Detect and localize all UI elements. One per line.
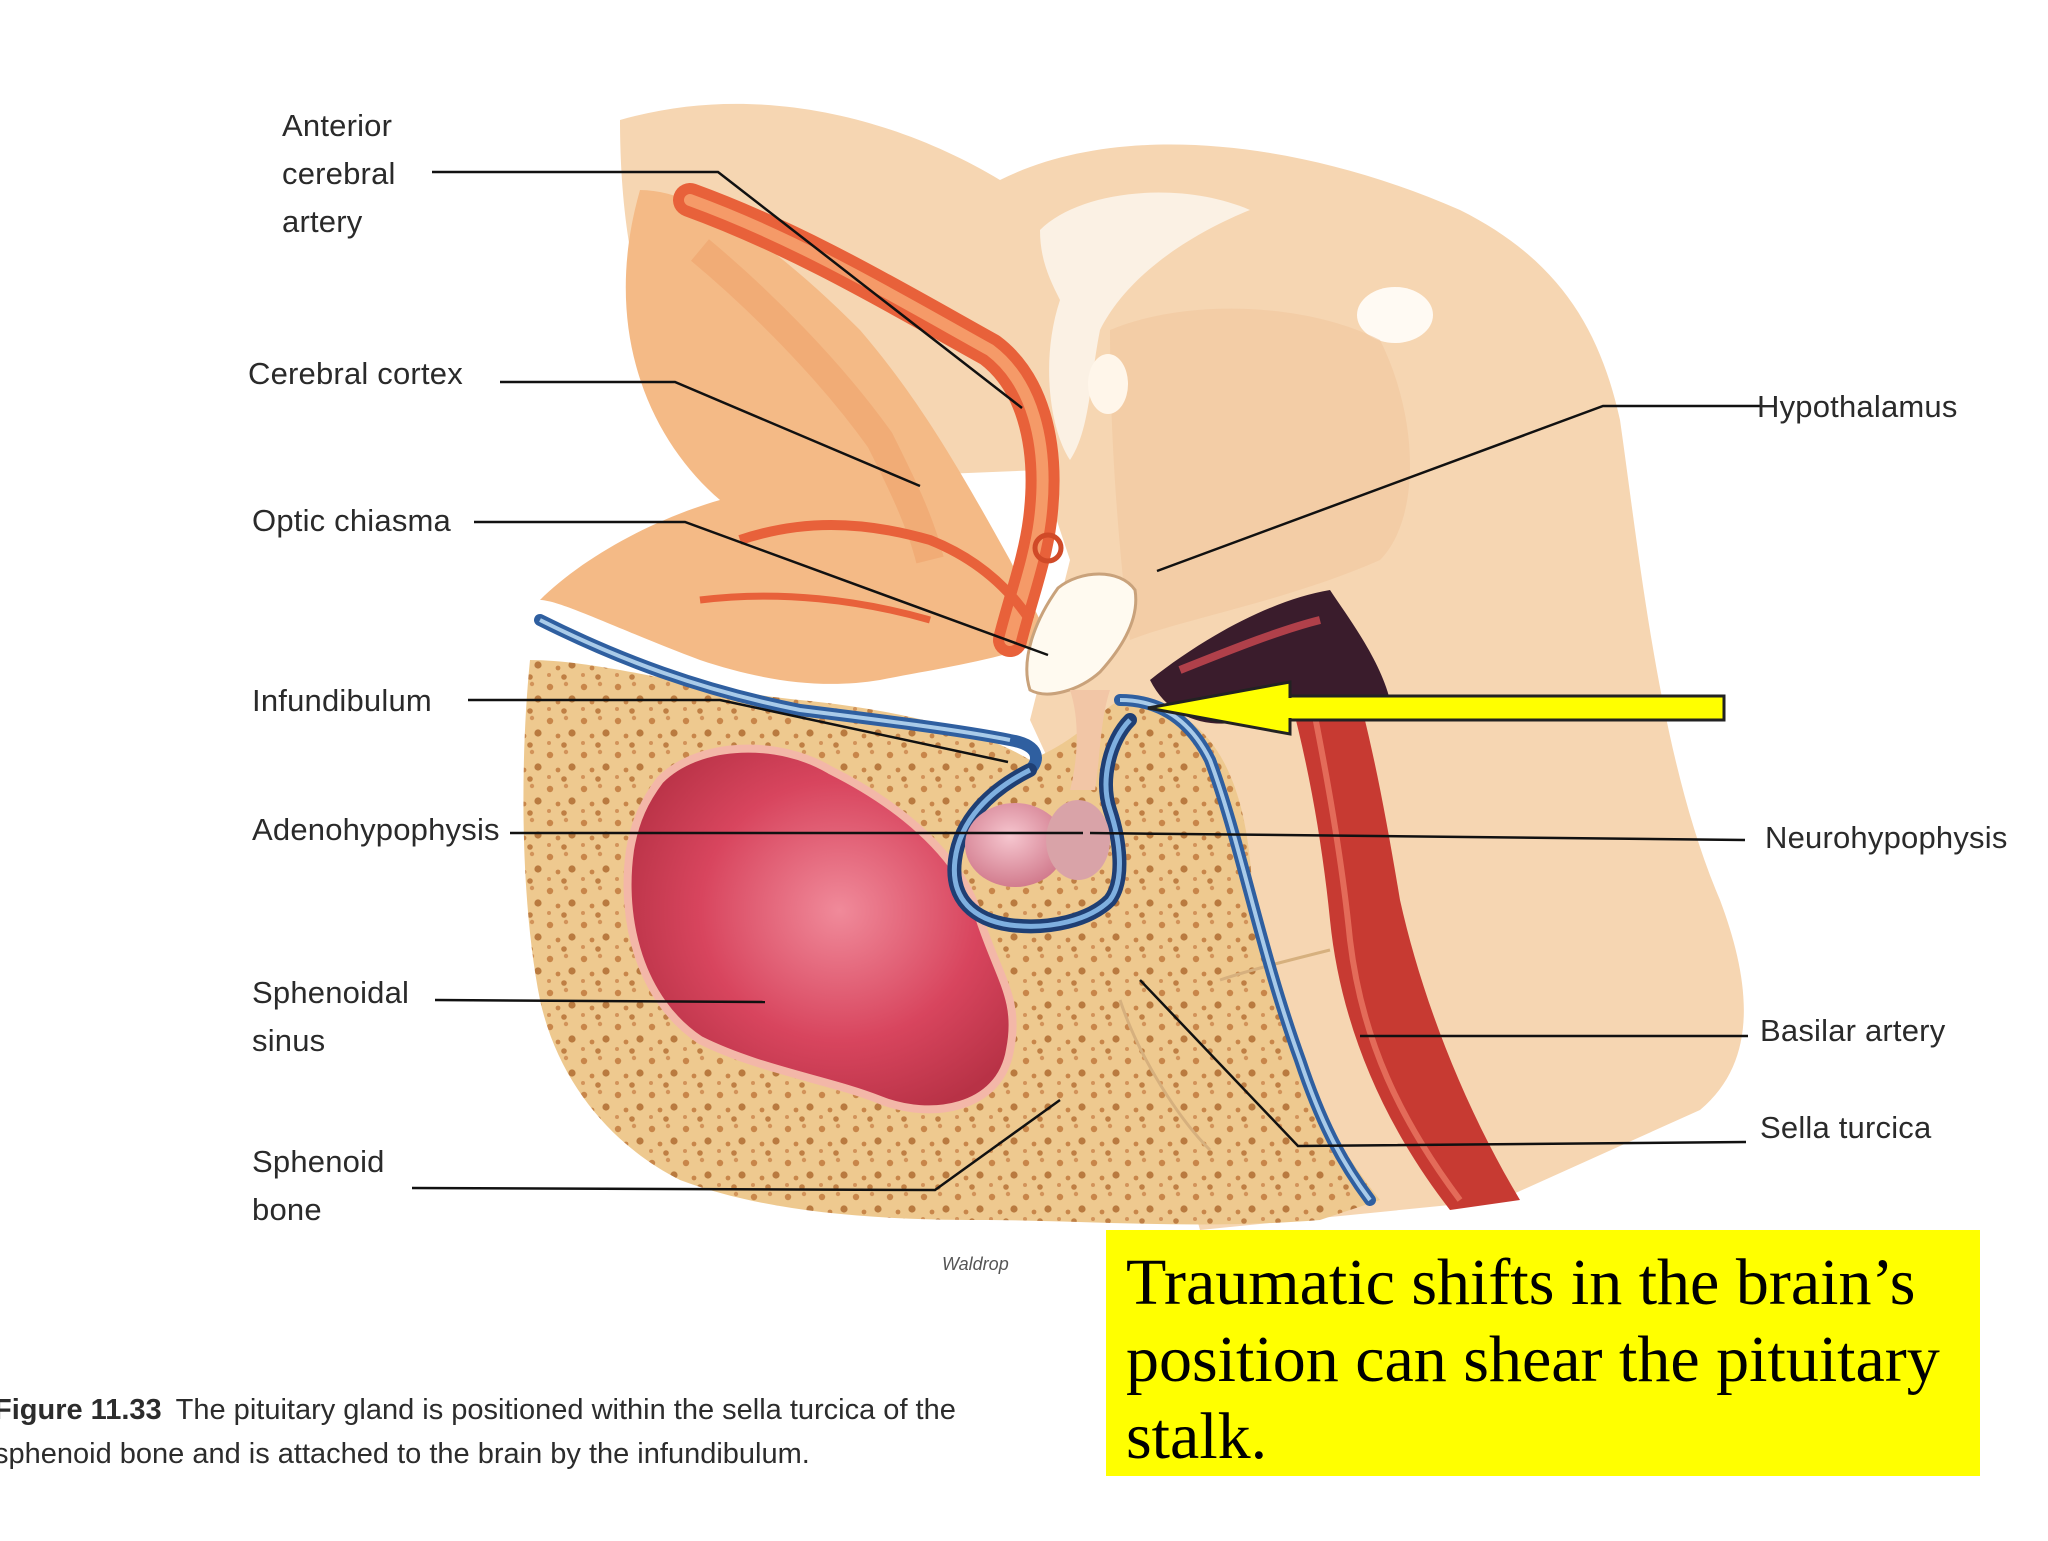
label-basilar-artery: Basilar artery — [1760, 1013, 1946, 1048]
neurohypophysis-gland — [1046, 800, 1110, 880]
label-neurohypophysis: Neurohypophysis — [1765, 820, 2008, 855]
label-sphenoidal-sinus: Sphenoidal sinus — [252, 975, 410, 1058]
label-cerebral-cortex: Cerebral cortex — [248, 356, 463, 391]
annotation-note: Traumatic shifts in the brain’s position… — [1106, 1230, 1980, 1476]
label-sphenoid-bone: Sphenoid bone — [252, 1144, 385, 1227]
label-sella-turcica: Sella turcica — [1760, 1110, 1932, 1145]
illustrator-signature: Waldrop — [942, 1254, 1009, 1274]
cavernous-sinus — [1150, 590, 1390, 724]
leader-lines — [411, 170, 1760, 1192]
label-hypothalamus: Hypothalamus — [1757, 389, 1958, 424]
figure-number: Figure 11.33 — [0, 1394, 162, 1426]
sphenoidal-sinus — [623, 744, 1017, 1114]
label-anterior-cerebral-artery: Anterior cerebral artery — [282, 108, 396, 239]
hypothalamus-region — [1110, 308, 1410, 640]
figure-caption-text: The pituitary gland is positioned within… — [0, 1394, 956, 1470]
label-adenohypophysis: Adenohypophysis — [252, 812, 500, 847]
infundibulum-stalk — [1070, 690, 1110, 790]
ventricle — [1040, 192, 1250, 460]
optic-chiasma — [1025, 572, 1138, 696]
label-optic-chiasma: Optic chiasma — [252, 503, 451, 538]
basilar-artery — [1270, 610, 1520, 1210]
adenohypophysis-gland — [965, 803, 1065, 887]
label-infundibulum: Infundibulum — [252, 683, 432, 718]
highlight-arrow — [1147, 680, 1726, 736]
